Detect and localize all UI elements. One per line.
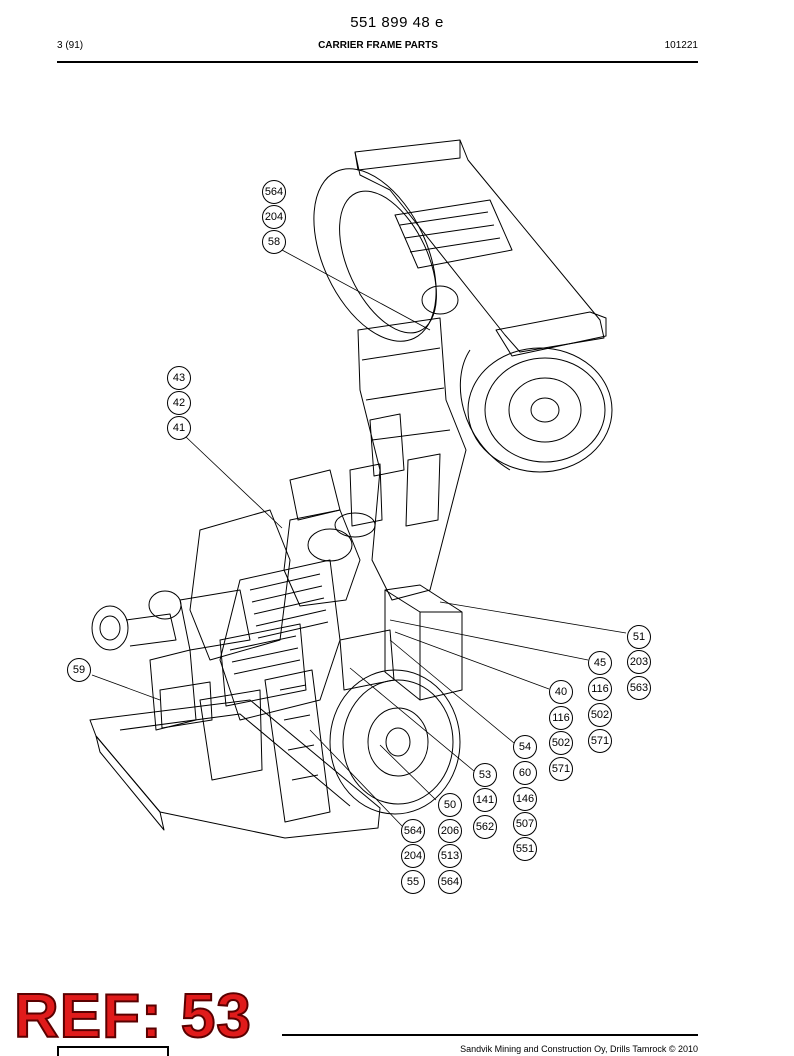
callout-bubble[interactable]: 146 [513,787,537,811]
sandvik-logo [57,1046,169,1056]
callout-bubble[interactable]: 51 [627,625,651,649]
callout-bubble[interactable]: 502 [588,703,612,727]
callout-bubble[interactable]: 502 [549,731,573,755]
callout-bubble[interactable]: 60 [513,761,537,785]
callout-bubble[interactable]: 116 [588,677,612,701]
callout-bubble[interactable]: 40 [549,680,573,704]
reference-stamp: REF: 53 [13,982,252,1051]
callout-bubble[interactable]: 55 [401,870,425,894]
callout-bubble[interactable]: 43 [167,366,191,390]
callout-bubble[interactable]: 54 [513,735,537,759]
callout-bubble[interactable]: 53 [473,763,497,787]
callout-bubble[interactable]: 58 [262,230,286,254]
footer-copyright: Sandvik Mining and Construction Oy, Dril… [460,1044,698,1054]
engine-block [189,469,376,721]
callout-bubble[interactable]: 206 [438,819,462,843]
callout-bubble[interactable]: 50 [438,793,462,817]
callout-bubble[interactable]: 513 [438,844,462,868]
header-rule [57,61,698,63]
callout-bubble[interactable]: 507 [513,812,537,836]
callout-bubble[interactable]: 204 [401,844,425,868]
footer-rule [282,1034,698,1036]
callout-bubble[interactable]: 45 [588,651,612,675]
callout-bubble[interactable]: 116 [549,706,573,730]
callout-bubble[interactable]: 551 [513,837,537,861]
callout-bubble[interactable]: 204 [262,205,286,229]
rear-axle-assembly [313,139,613,473]
callout-bubble[interactable]: 141 [473,788,497,812]
tank-box [339,584,463,701]
callout-bubble[interactable]: 41 [167,416,191,440]
callout-bubble[interactable]: 203 [627,650,651,674]
leader-lines [91,249,627,827]
revision-code: 101221 [664,40,698,51]
callout-bubble[interactable]: 564 [262,180,286,204]
front-frame [89,589,381,839]
main-frame-beam [349,317,467,601]
callout-bubble[interactable]: 571 [549,757,573,781]
callout-bubble[interactable]: 563 [627,676,651,700]
callout-bubble[interactable]: 59 [67,658,91,682]
callout-bubble[interactable]: 564 [438,870,462,894]
page-number: 3 (91) [57,40,84,51]
callout-bubble[interactable]: 564 [401,819,425,843]
page-title: CARRIER FRAME PARTS [318,40,438,51]
callout-bubble[interactable]: 42 [167,391,191,415]
callout-bubble[interactable]: 571 [588,729,612,753]
callout-bubble[interactable]: 562 [473,815,497,839]
front-wheel [329,669,461,815]
document-number: 551 899 48 e [350,14,444,31]
